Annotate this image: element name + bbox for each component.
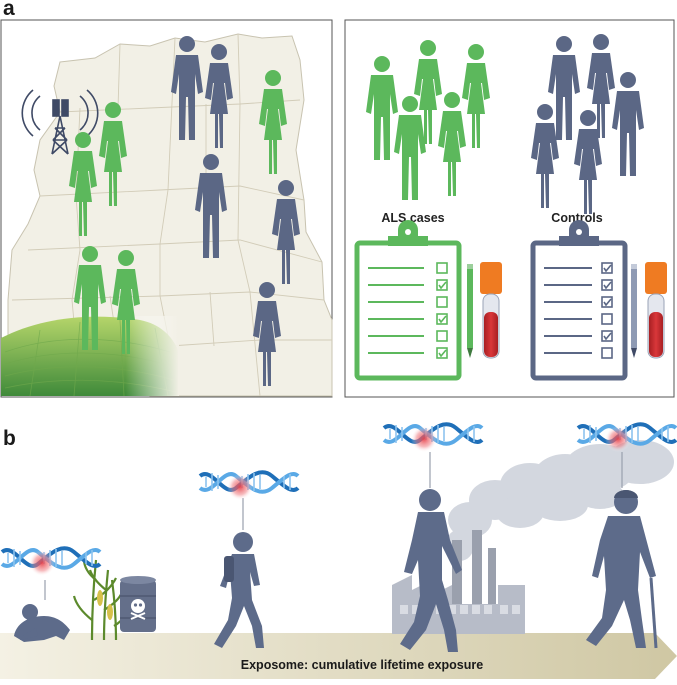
child-silhouette	[214, 532, 264, 648]
map-panel	[0, 19, 333, 398]
timeline-arrow	[0, 633, 677, 679]
controls-clipboard	[530, 220, 628, 381]
panel-label-a: a	[3, 0, 15, 20]
dna-helix-icon	[0, 546, 102, 578]
adult-silhouette	[400, 489, 462, 652]
pencil-icon	[467, 264, 473, 358]
cell-tower-icon	[21, 89, 99, 155]
panel-label-b: b	[3, 427, 16, 450]
cases-clipboard-title: ALS cases	[381, 211, 444, 225]
baby-silhouette	[14, 604, 70, 642]
dna-helix-icon	[198, 470, 300, 502]
dna-helix-icon	[382, 422, 484, 454]
elderly-silhouette	[586, 490, 658, 649]
pencil-icon	[631, 264, 637, 358]
study-panel: ALS cases	[344, 19, 675, 398]
timeline-label: Exposome: cumulative lifetime exposure	[241, 658, 483, 672]
smoke-cloud	[446, 440, 674, 561]
controls-clipboard-title: Controls	[551, 211, 602, 225]
cases-clipboard	[354, 220, 462, 381]
toxic-barrel-icon	[120, 576, 156, 632]
blood-tube-icon	[480, 262, 502, 359]
blood-tube-icon	[645, 262, 667, 359]
exposome-panel: Exposome: cumulative lifetime exposure	[0, 422, 677, 679]
